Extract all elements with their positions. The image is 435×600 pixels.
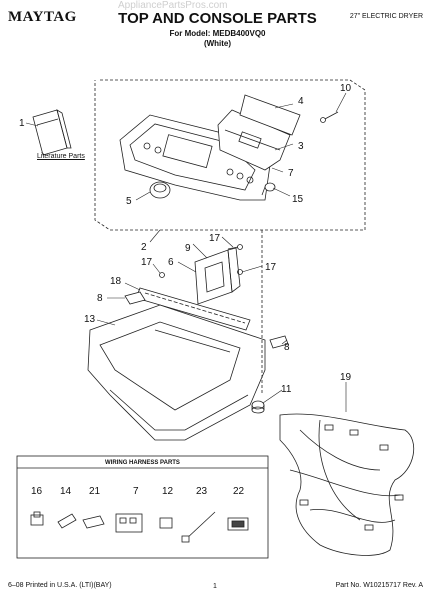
end-cap-15 (261, 182, 276, 196)
page-title: TOP AND CONSOLE PARTS (118, 10, 317, 27)
wiring-harness (279, 413, 414, 556)
callout-4: 4 (298, 96, 304, 107)
control-board (217, 109, 291, 171)
console-panel (119, 114, 271, 201)
console-bracket (194, 247, 241, 305)
callout-23: 23 (196, 486, 208, 497)
brand-logo: MAYTAG (8, 9, 77, 25)
callout-17-left: 17 (141, 257, 153, 268)
part-12-connector (159, 517, 173, 529)
switch-panel (239, 94, 301, 136)
callout-17-right: 17 (265, 262, 277, 273)
product-type: 27" ELECTRIC DRYER (349, 13, 423, 20)
watermark: AppliancePartsPros.com (118, 0, 228, 11)
callout-3: 3 (298, 141, 304, 152)
footer-printed: 6–08 Printed in U.S.A. (LTI)(BAY) (8, 582, 112, 589)
callout-15: 15 (292, 194, 304, 205)
clip-8-right (269, 335, 289, 349)
callout-11: 11 (281, 384, 292, 395)
callout-17-top: 17 (209, 233, 221, 244)
part-7-block (115, 513, 143, 533)
leader-lines (25, 92, 347, 412)
part-22-block (227, 517, 249, 531)
dryer-top (87, 304, 266, 441)
literature-book (32, 109, 72, 156)
callout-22: 22 (233, 486, 245, 497)
foot-11 (251, 400, 265, 414)
callout-2: 2 (141, 242, 147, 253)
callout-7: 7 (133, 486, 139, 497)
console-dashed-box (94, 79, 366, 231)
callout-19: 19 (340, 372, 352, 383)
clip-8-left (124, 291, 146, 305)
callout-14: 14 (60, 486, 72, 497)
callout-21: 21 (89, 486, 101, 497)
screw-10 (320, 111, 339, 123)
callout-9: 9 (185, 243, 191, 254)
callout-12: 12 (162, 486, 174, 497)
wiring-box-title: WIRING HARNESS PARTS (105, 460, 180, 466)
wiring-parts-box (16, 455, 269, 559)
callout-10: 10 (340, 83, 352, 94)
callout-16: 16 (31, 486, 43, 497)
part-23-tie (181, 511, 216, 543)
callout-7-console: 7 (288, 168, 294, 179)
part-16-connector (30, 511, 44, 526)
literature-parts-label: Literature Parts (37, 153, 85, 160)
part-14-clip (57, 513, 77, 529)
part-21-terminal (82, 515, 105, 529)
color-line: (White) (203, 39, 232, 48)
callout-18: 18 (110, 276, 122, 287)
knob (149, 181, 171, 199)
callout-13: 13 (84, 314, 96, 325)
footer-part-number: Part No. W10215717 Rev. A (335, 582, 423, 589)
callout-6: 6 (168, 257, 174, 268)
callout-5: 5 (126, 196, 132, 207)
footer-page-number: 1 (213, 583, 217, 590)
callout-8-right: 8 (284, 342, 290, 353)
callout-1: 1 (19, 118, 25, 129)
model-line: For Model: MEDB400VQ0 (169, 29, 266, 38)
callout-8-left: 8 (97, 293, 103, 304)
